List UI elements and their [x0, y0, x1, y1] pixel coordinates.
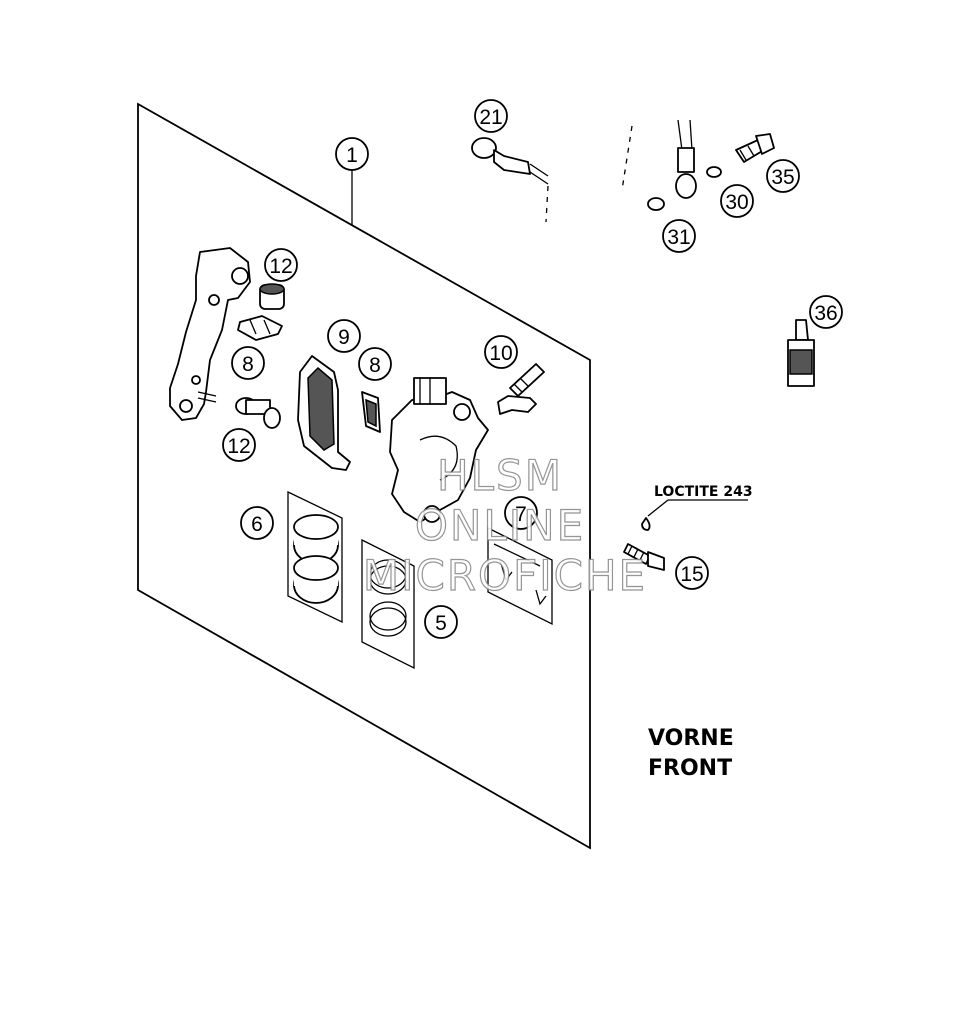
callout-label: 35 [771, 166, 794, 189]
callout-label: 6 [251, 513, 263, 536]
callout-6: 6 [240, 506, 274, 540]
loctite-label: LOCTITE 243 [654, 484, 753, 500]
svg-text:ONLINE: ONLINE [415, 501, 585, 550]
callout-1: 1 [335, 137, 369, 171]
pin-kit-group [487, 526, 553, 626]
watermark: HLSM ONLINE MICROFICHE [362, 450, 647, 600]
callout-label: 7 [515, 503, 527, 526]
pad-spring-clip-left [237, 315, 283, 341]
callout-9: 9 [327, 319, 361, 353]
callout-label: 10 [489, 342, 512, 365]
banjo-bolt [735, 133, 775, 163]
svg-text:MICROFICHE: MICROFICHE [363, 551, 647, 600]
brake-line [621, 119, 697, 199]
direction-label-de: VORNE [648, 726, 734, 751]
callout-8-right: 8 [358, 347, 392, 381]
guide-pin-boot-top [259, 283, 285, 310]
callout-30: 30 [720, 184, 754, 218]
callout-label: 8 [242, 353, 254, 376]
callout-35: 35 [766, 159, 800, 193]
caliper-bracket [169, 247, 251, 421]
brake-pad [297, 355, 351, 471]
callout-10: 10 [484, 335, 518, 369]
callout-36: 36 [809, 295, 843, 329]
loctite-leader [647, 499, 669, 517]
loctite-bottle [787, 319, 815, 387]
callout-21: 21 [474, 99, 508, 133]
callout-5: 5 [424, 605, 458, 639]
guide-pin [235, 397, 281, 429]
piston-seals-group [361, 538, 415, 670]
callout-15: 15 [675, 556, 709, 590]
callout-label: 8 [369, 354, 381, 377]
bleeder-valve [497, 363, 545, 415]
callout-8-left: 8 [231, 346, 265, 380]
assembly-panel [137, 102, 591, 850]
callout-label: 31 [667, 226, 690, 249]
svg-text:HLSM: HLSM [437, 451, 563, 500]
callout-label: 12 [227, 435, 250, 458]
washer-31 [647, 197, 665, 211]
direction-label-en: FRONT [648, 756, 732, 781]
pistons-group [287, 490, 343, 624]
callout-label: 21 [479, 106, 502, 129]
callout-label: 12 [269, 255, 292, 278]
callout-31: 31 [662, 219, 696, 253]
caliper-screw [623, 543, 665, 571]
callout-label: 9 [338, 326, 350, 349]
callout-7: 7 [504, 496, 538, 530]
callout-label: 5 [435, 612, 447, 635]
callout-12-top: 12 [264, 248, 298, 282]
callout-label: 1 [346, 144, 358, 167]
callout-label: 36 [814, 302, 837, 325]
caliper-body [389, 377, 489, 523]
washer-30 [706, 166, 722, 178]
callout-12-bottom: 12 [222, 428, 256, 462]
banjo-fitting [471, 137, 549, 223]
pad-spring-clip-right [361, 391, 381, 433]
callout-label: 30 [725, 191, 748, 214]
loctite-drop-icon [641, 517, 651, 531]
callout-label: 15 [680, 563, 703, 586]
